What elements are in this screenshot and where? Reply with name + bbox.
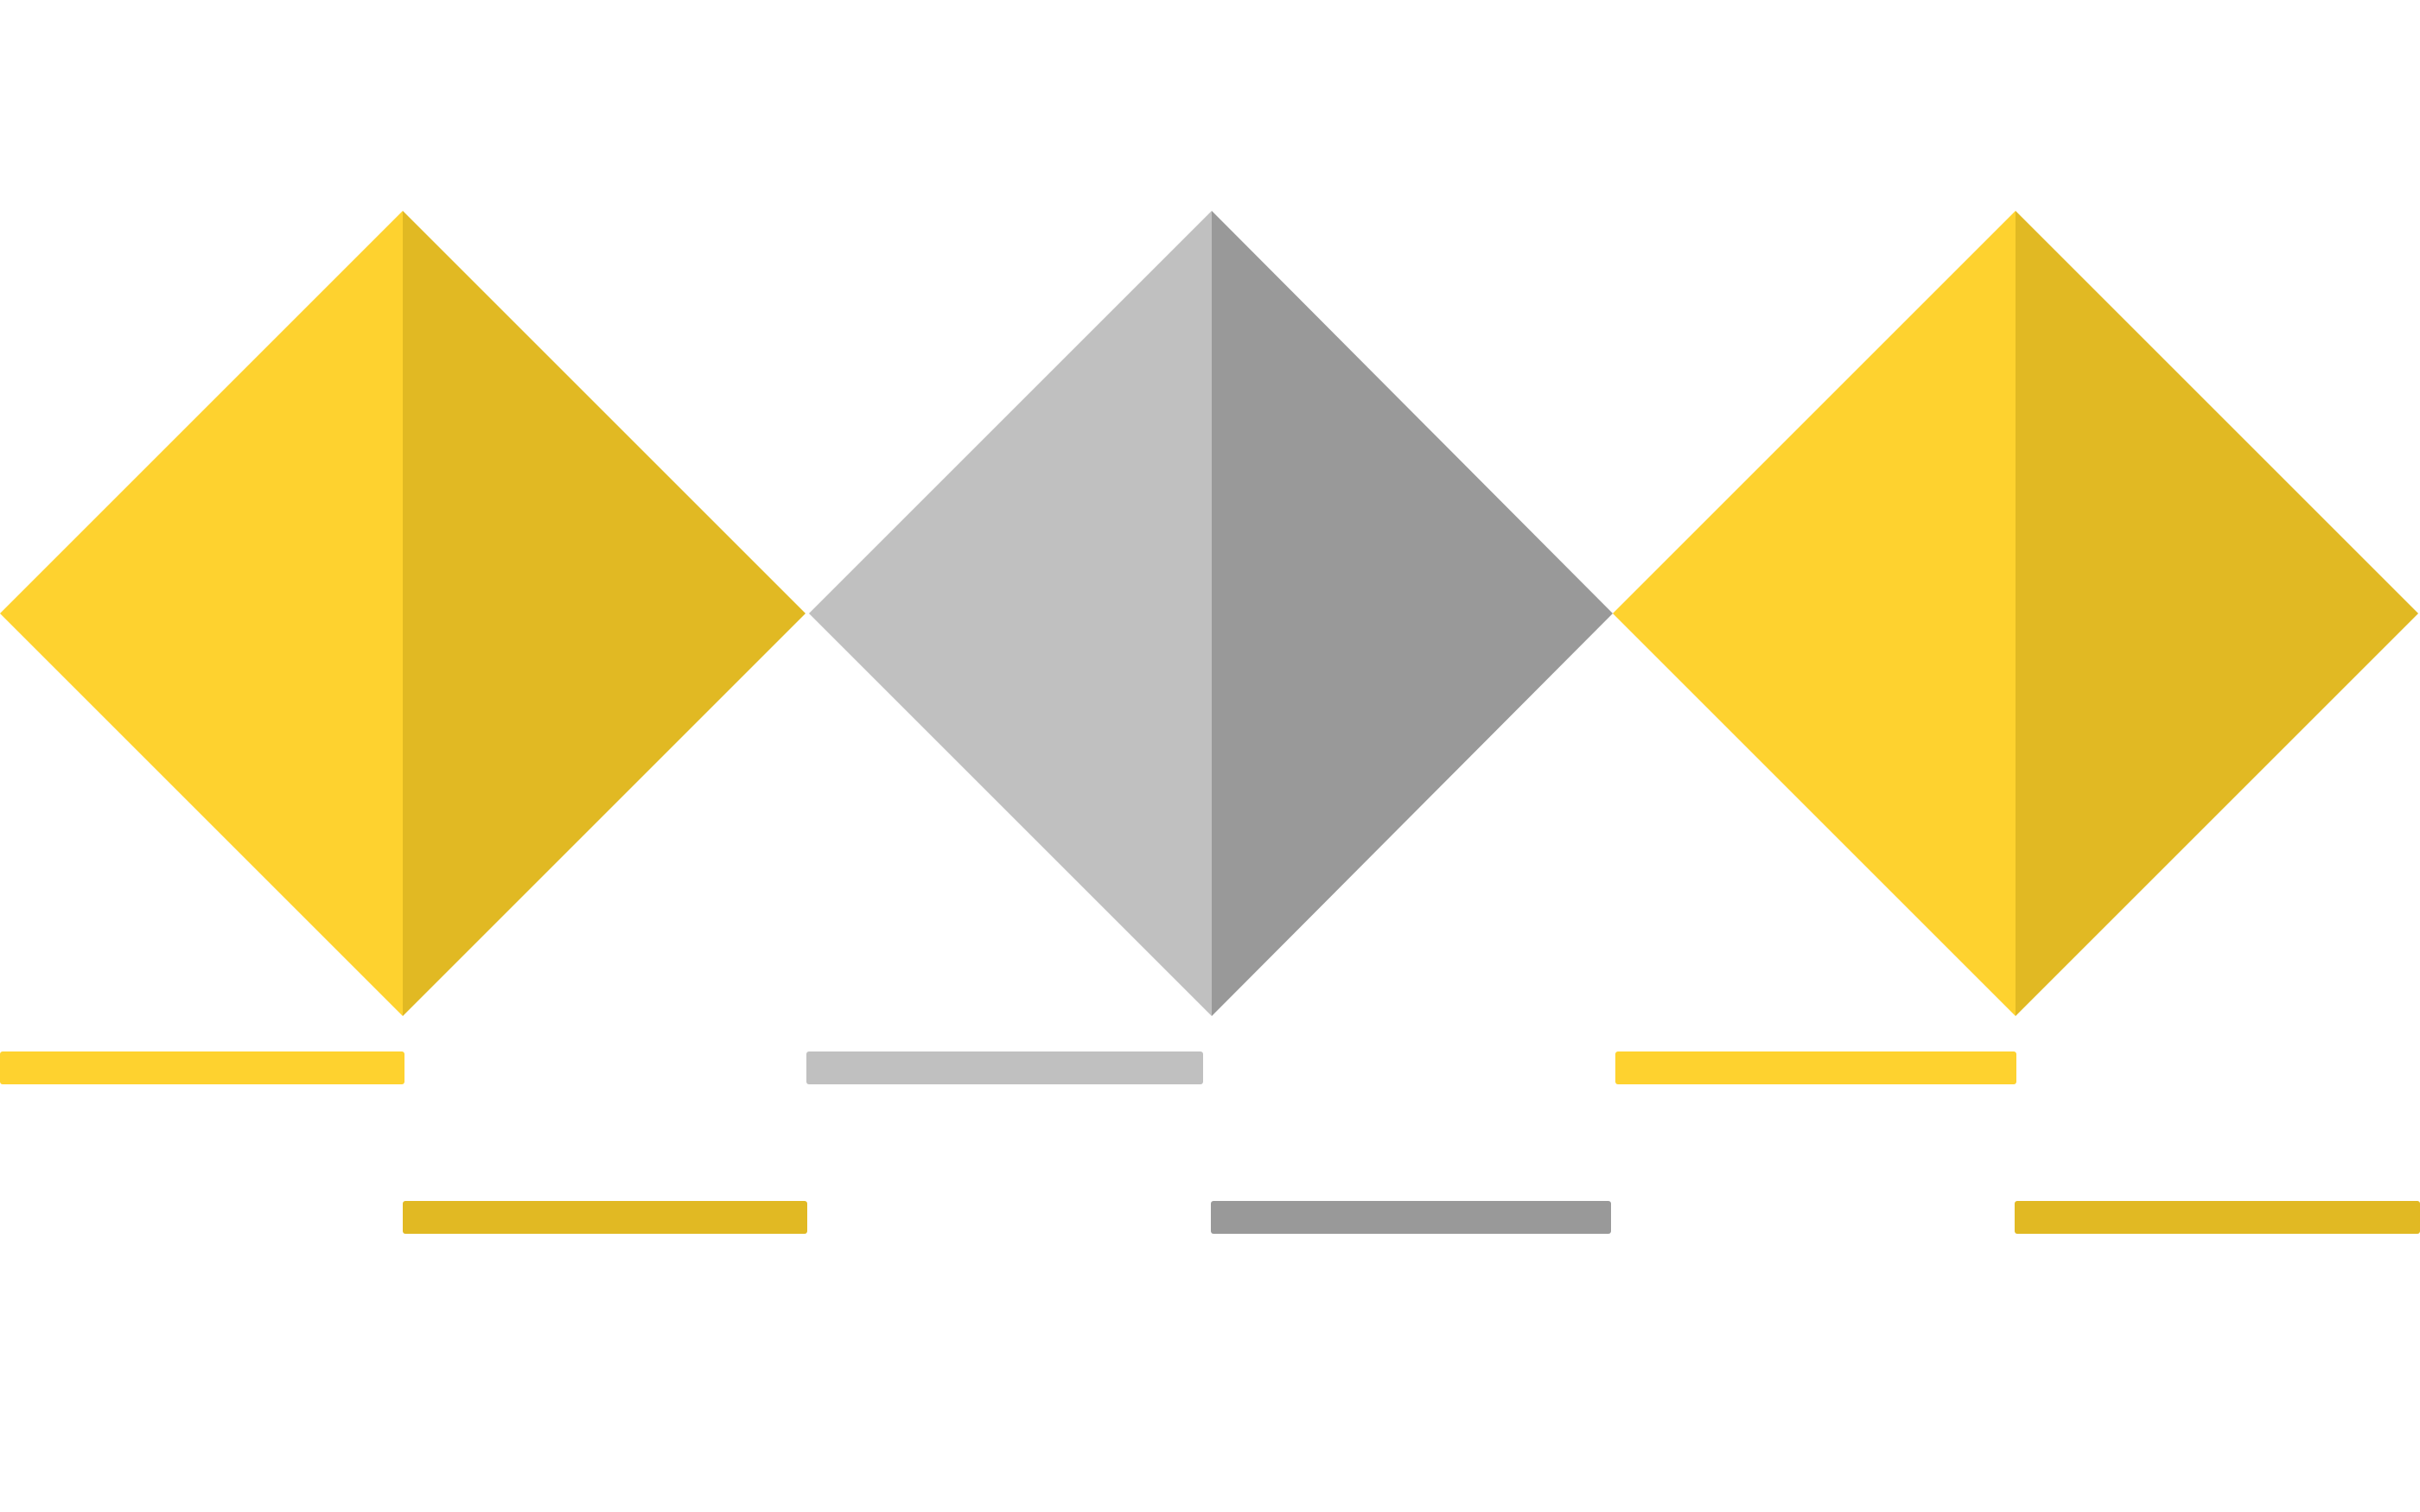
diamond-3-right-half [2016, 211, 2418, 1016]
bar-1-upper [0, 1051, 404, 1084]
diamond-2-right-half [1212, 211, 1613, 1016]
diamond-2 [809, 211, 1613, 1016]
diamond-1-right-half [403, 211, 806, 1016]
diamond-1 [0, 211, 806, 1016]
diamond-3 [1613, 211, 2418, 1016]
diamond-2-left-half [809, 211, 1212, 1016]
bar-1-lower [403, 1201, 807, 1234]
bar-2-upper [806, 1051, 1203, 1084]
bar-2-lower [1211, 1201, 1611, 1234]
bar-3-lower [2015, 1201, 2420, 1234]
bar-3-upper [1615, 1051, 2016, 1084]
diamond-1-left-half [0, 211, 403, 1016]
diamond-3-left-half [1613, 211, 2016, 1016]
